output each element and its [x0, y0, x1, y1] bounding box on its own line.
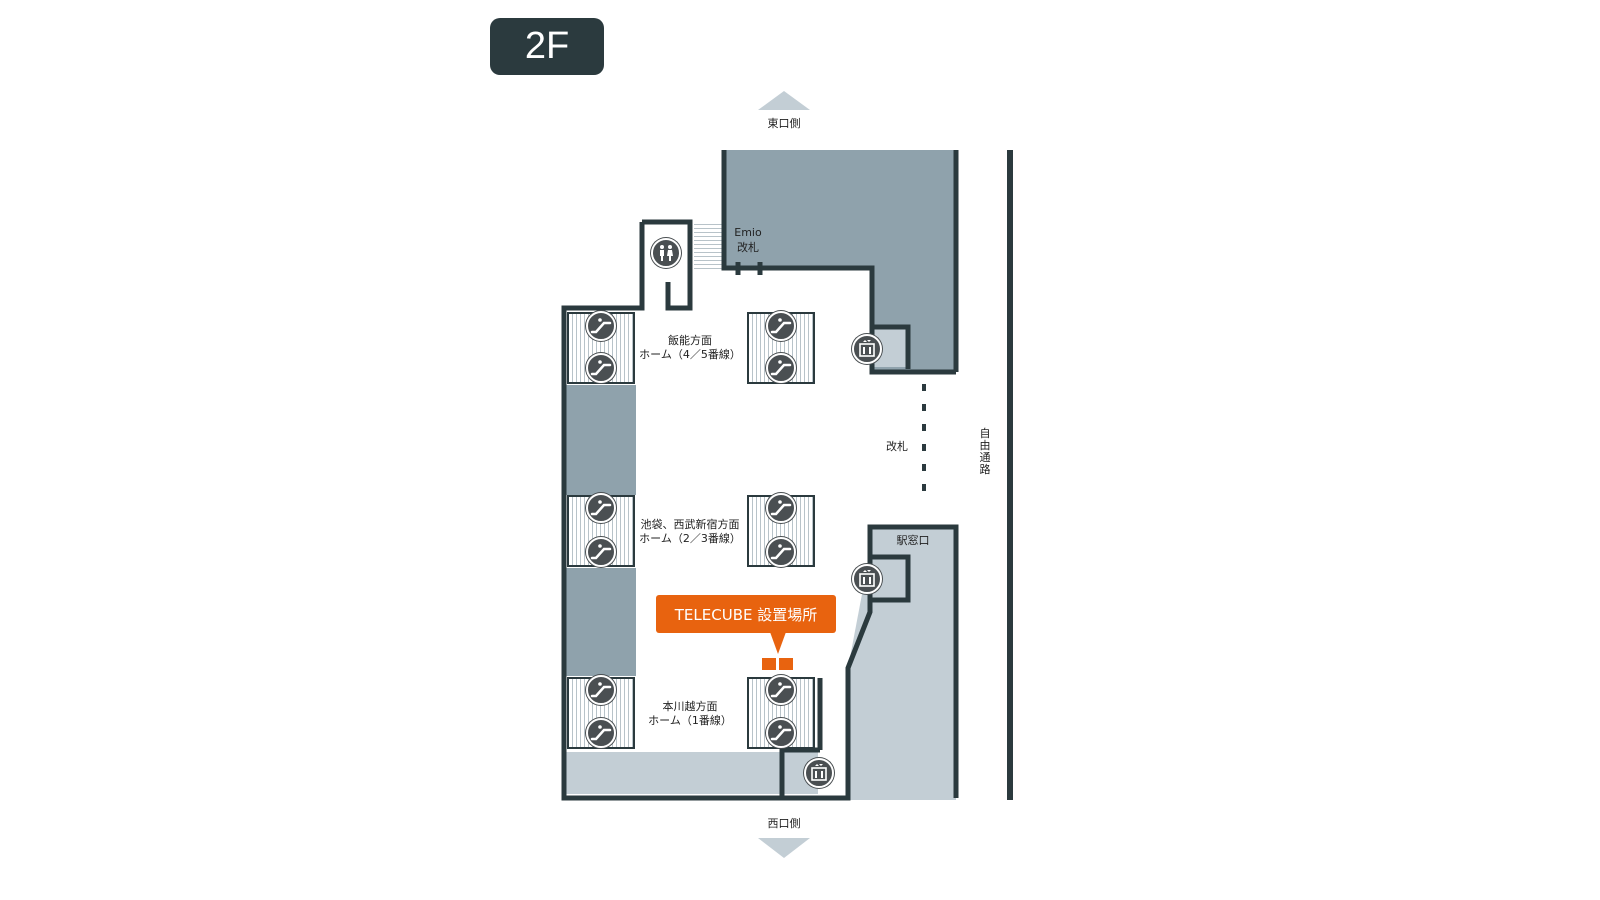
elevator-icon: [852, 334, 882, 364]
left-block-lower: [566, 568, 636, 676]
stairs: [694, 222, 722, 270]
lower-right-area: [848, 552, 956, 800]
escalator-icon: [586, 718, 616, 748]
platform-label-bot-1: 本川越方面: [662, 700, 718, 713]
bottom-corridor-block: [566, 752, 780, 794]
free-passage-char: 路: [979, 463, 991, 476]
escalator-icon: [766, 311, 796, 341]
escalator-icon: [766, 493, 796, 523]
escalator-icon: [766, 718, 796, 748]
north-arrow: [758, 91, 810, 110]
walls: [561, 150, 959, 801]
escalator-icon: [766, 537, 796, 567]
south-direction-label: 西口側: [767, 817, 801, 830]
free-passage-char: 通: [979, 451, 991, 464]
free-passage-label: 自 由 通 路: [978, 428, 992, 476]
floor-badge: 2F: [490, 18, 604, 75]
north-direction-label: 東口側: [767, 117, 801, 130]
left-block-upper: [566, 385, 636, 495]
elevator-icon: [852, 564, 882, 594]
ticket-office-label: 駅窓口: [896, 534, 930, 547]
escalator-icon: [766, 353, 796, 383]
platform-label-top-2: ホーム（4／5番線）: [639, 348, 741, 361]
platform-label-mid-2: ホーム（2／3番線）: [639, 532, 741, 545]
ticket-office-block: [870, 527, 956, 552]
telecube-unit: [762, 658, 776, 670]
platform-label-mid-1: 池袋、西武新宿方面: [640, 518, 740, 531]
gate-label: 改札: [886, 440, 908, 453]
restroom-icon: [651, 238, 681, 268]
emio-label: Emio: [734, 226, 762, 239]
escalator-icon: [586, 675, 616, 705]
escalator-icon: [586, 493, 616, 523]
escalator-icon: [586, 311, 616, 341]
escalator-icon: [766, 675, 796, 705]
upper-building-block: [724, 150, 956, 270]
platform-label-top-1: 飯能方面: [668, 334, 712, 347]
platform-label-bot-2: ホーム（1番線）: [648, 714, 732, 727]
south-arrow: [758, 838, 810, 858]
telecube-callout: TELECUBE 設置場所: [656, 595, 836, 633]
escalator-icon: [586, 353, 616, 383]
elevator-icon: [804, 758, 834, 788]
telecube-unit: [779, 658, 793, 670]
telecube-callout-pointer: [770, 632, 786, 654]
escalator-icon: [586, 537, 616, 567]
emio-gate-label: 改札: [737, 241, 759, 254]
free-passage-char: 由: [979, 439, 991, 452]
free-passage-char: 自: [979, 427, 991, 440]
emio-gate-bars: [735, 262, 763, 275]
